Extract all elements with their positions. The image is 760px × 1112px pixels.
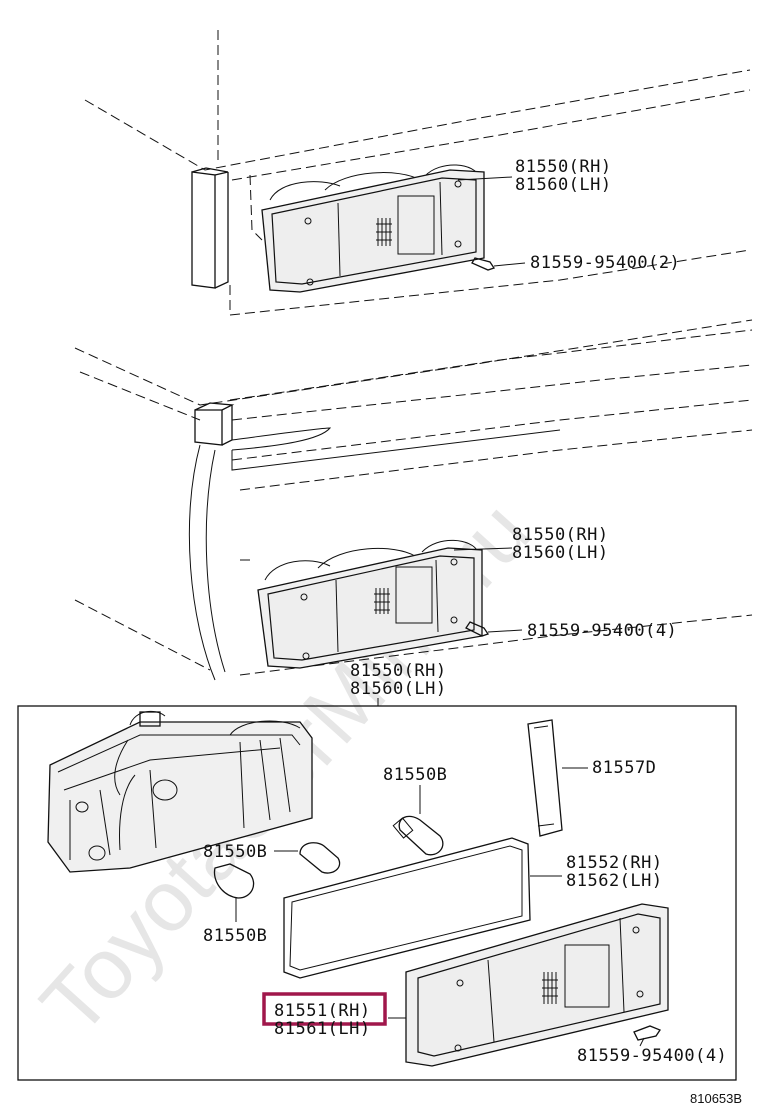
upper-lamp-lh-label: 81560(LH): [515, 175, 612, 195]
middle-lamp-leader: [453, 547, 513, 551]
gasket: [283, 837, 562, 979]
middle-lamp-rh-label: 81550(RH): [512, 525, 609, 545]
upper-screw-label: 81559-95400(2): [530, 253, 680, 273]
assy-lh-label: 81560(LH): [350, 679, 447, 699]
socket-cover-label: 81557D: [592, 758, 656, 778]
bulb-left: [274, 842, 341, 874]
bulb-left-label: 81550B: [203, 842, 267, 862]
lamp-housing: [47, 710, 313, 873]
middle-tail-lamp: [257, 539, 483, 669]
upper-tail-lamp: [261, 164, 485, 293]
bulb-top: [392, 785, 444, 856]
upper-lamp-leader: [457, 176, 513, 181]
middle-vehicle-outline: [74, 319, 753, 681]
assy-rh-label: 81550(RH): [350, 661, 447, 681]
exploded-view-frame: [17, 705, 737, 1081]
upper-lamp-rh-label: 81550(RH): [515, 157, 612, 177]
bulb-bottom-label: 81550B: [203, 926, 267, 946]
bulb-top-label: 81550B: [383, 765, 447, 785]
lens-lh-label: 81561(LH): [274, 1019, 371, 1039]
exploded-screw-label: 81559-95400(4): [577, 1046, 727, 1066]
gasket-lh-label: 81562(LH): [566, 871, 663, 891]
middle-screw: [465, 621, 523, 637]
upper-screw: [471, 257, 526, 271]
diagram-code: 810653B: [690, 1091, 742, 1106]
middle-lamp-lh-label: 81560(LH): [512, 543, 609, 563]
upper-vehicle-outline: [84, 30, 751, 316]
gasket-rh-label: 81552(RH): [566, 853, 663, 873]
exploded-screw: [633, 1025, 661, 1047]
middle-screw-label: 81559-95400(4): [527, 621, 677, 641]
lens-assembly: [388, 903, 669, 1067]
lens-rh-label[interactable]: 81551(RH): [274, 1001, 371, 1021]
bulb-bottom: [213, 863, 255, 922]
highlighted-part-box[interactable]: [262, 992, 387, 1026]
socket-cover: [527, 719, 588, 837]
